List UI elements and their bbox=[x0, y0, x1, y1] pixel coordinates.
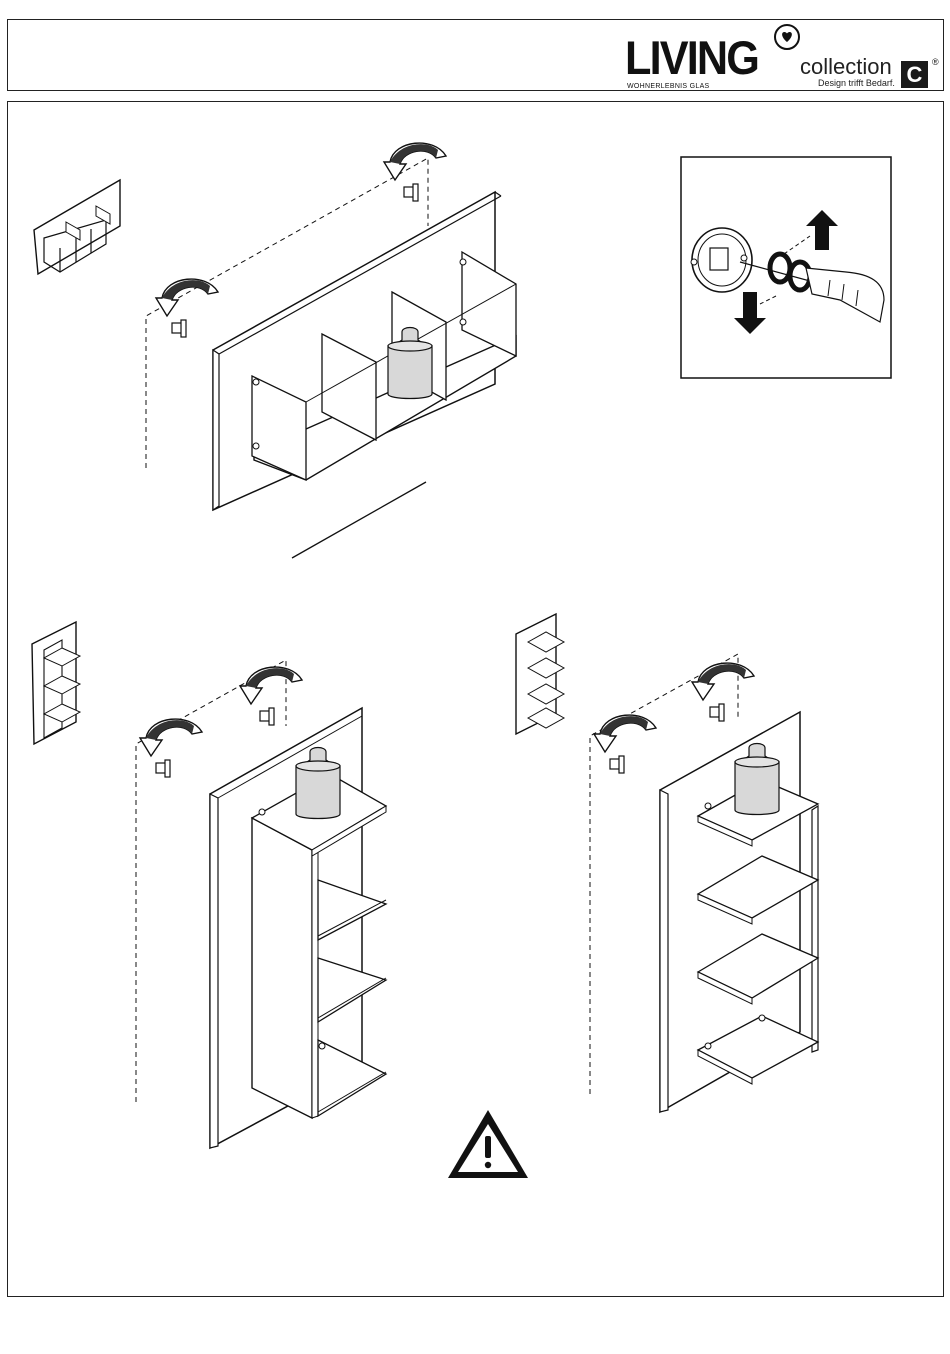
tall-shelf-thumbnail-right bbox=[516, 614, 564, 734]
tall-shelf-thumbnail-left bbox=[32, 622, 80, 744]
horizontal-shelf-thumbnail bbox=[34, 180, 120, 274]
screwdriver-adjust-icon bbox=[681, 157, 891, 378]
warning-triangle-icon bbox=[448, 1110, 528, 1178]
tall-shelf-assembly-right bbox=[590, 654, 818, 1112]
horizontal-shelf-assembly bbox=[146, 143, 516, 558]
tall-shelf-assembly-left bbox=[136, 660, 386, 1148]
